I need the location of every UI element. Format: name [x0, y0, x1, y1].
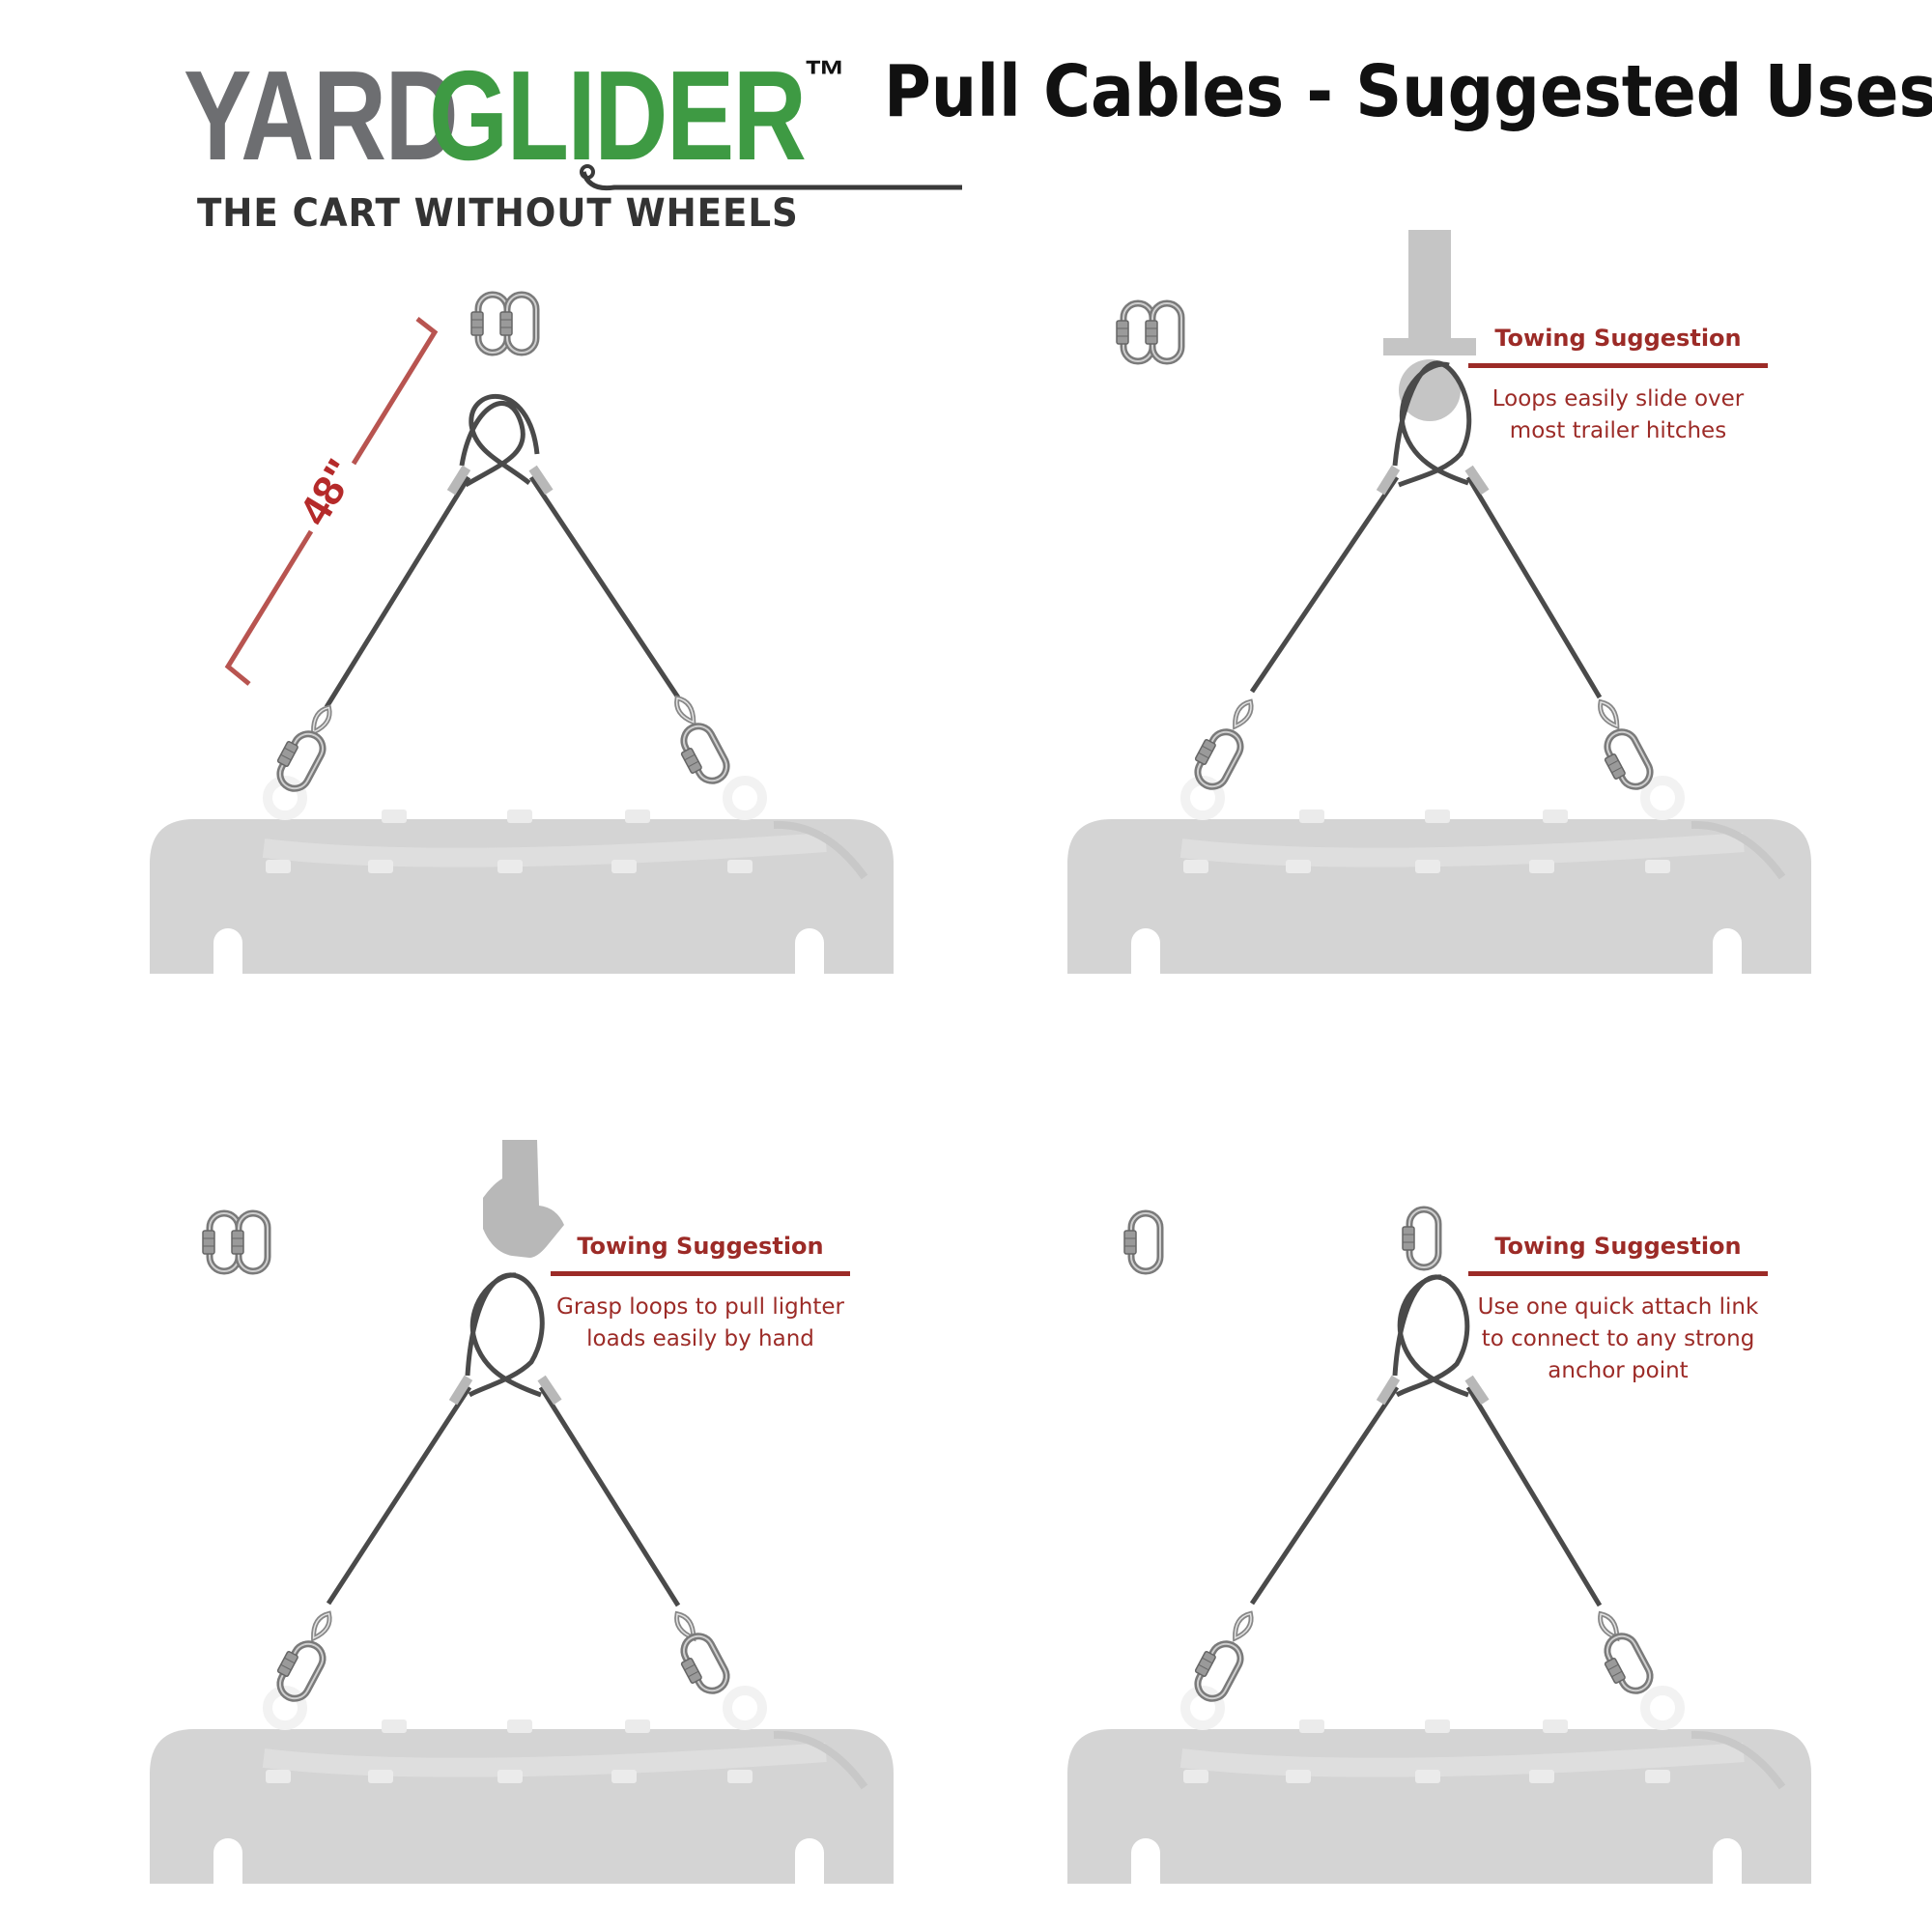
- page-title: Pull Cables - Suggested Uses: [884, 50, 1932, 133]
- callout-title: Towing Suggestion: [1468, 1233, 1768, 1276]
- callout-text: Loops easily slide over most trailer hit…: [1492, 386, 1745, 443]
- logo-swoosh-icon: [580, 164, 962, 191]
- callout-trailer-hitch: Towing Suggestion Loops easily slide ove…: [1468, 325, 1768, 447]
- trailer-hitch-icon: [1383, 230, 1476, 421]
- callout-title: Towing Suggestion: [1468, 325, 1768, 368]
- logo-text-yard: YARD: [184, 44, 459, 186]
- hand-icon: [483, 1140, 564, 1258]
- panel-4-anchor-point: [1067, 1209, 1811, 1884]
- panel-1-cable-length: [150, 295, 894, 974]
- logo-trademark: ™: [804, 52, 846, 99]
- panel-3-by-hand: [150, 1140, 894, 1884]
- logo-text-glider: GLIDER: [429, 44, 807, 186]
- logo-tagline: THE CART WITHOUT WHEELS: [197, 191, 799, 236]
- callout-title: Towing Suggestion: [551, 1233, 850, 1276]
- callout-by-hand: Towing Suggestion Grasp loops to pull li…: [551, 1233, 850, 1355]
- measurement-bracket: [224, 317, 439, 686]
- callout-text: Grasp loops to pull lighter loads easily…: [556, 1294, 844, 1351]
- yardglider-logo: YARD GLIDER ™ THE CART WITHOUT WHEELS: [174, 39, 962, 236]
- panel-2-trailer-hitch: [1067, 230, 1811, 974]
- callout-anchor-point: Towing Suggestion Use one quick attach l…: [1468, 1233, 1768, 1387]
- callout-text: Use one quick attach link to connect to …: [1477, 1294, 1759, 1383]
